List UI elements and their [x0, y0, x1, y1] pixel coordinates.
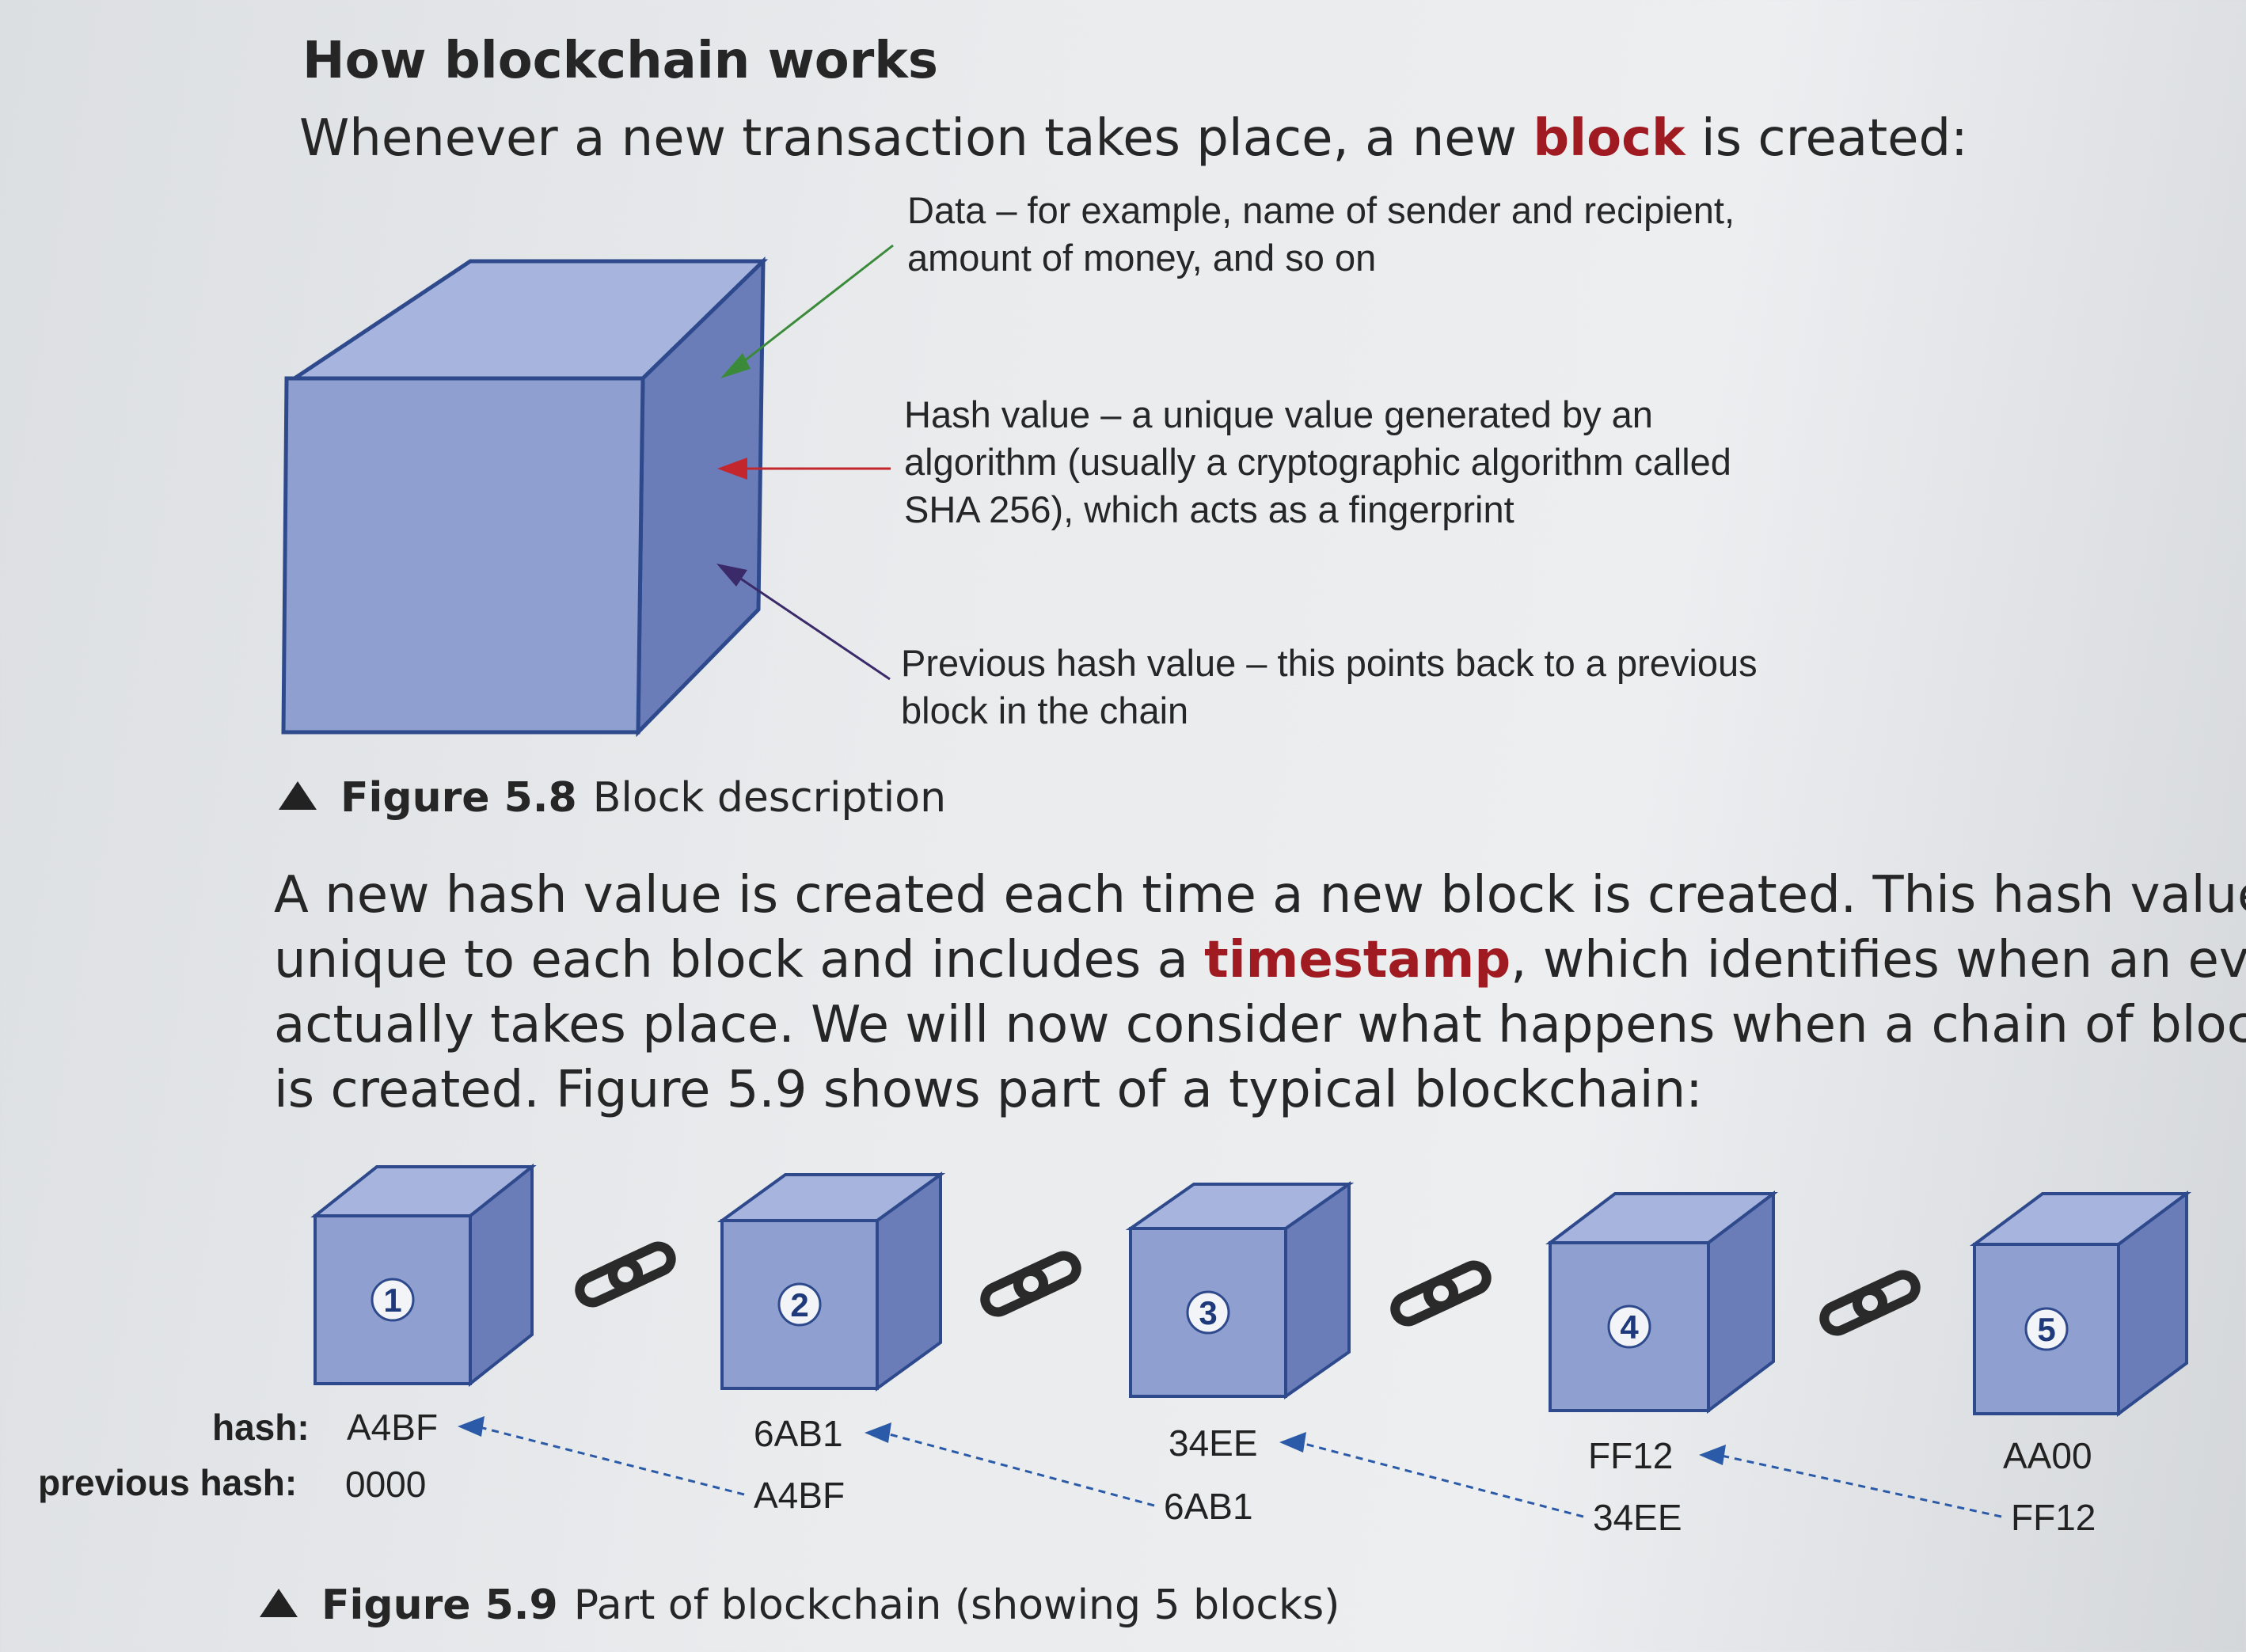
dashed-link-arrow — [476, 1425, 745, 1496]
figure-5-8-block-diagram — [281, 244, 894, 738]
section-heading: How blockchain works — [302, 32, 938, 90]
previous-hash-label: Previous hash value – this points back t… — [901, 640, 1758, 735]
arrowhead-icon — [1279, 1432, 1306, 1453]
block-number-badge — [1607, 1305, 1651, 1349]
caption-triangle-icon — [260, 1589, 298, 1617]
block-previous-hash-value: 6AB1 — [1164, 1486, 1253, 1527]
data-label-line: amount of money, and so on — [907, 237, 1377, 279]
intro-text-after: is created: — [1685, 109, 1968, 168]
caption-number: Figure 5.8 — [340, 774, 577, 822]
block-number: 1 — [383, 1282, 401, 1319]
large-cube — [281, 256, 769, 738]
block-5: 5 — [1969, 1191, 2192, 1417]
block-number-badge — [1186, 1290, 1230, 1335]
figure-5-9-caption: Figure 5.9 Part of blockchain (showing 5 … — [260, 1582, 1340, 1629]
paragraph-line: unique to each block and includes a time… — [274, 928, 2246, 993]
block-previous-hash-value: FF12 — [2011, 1497, 2096, 1538]
arrowhead-icon — [1699, 1445, 1726, 1465]
block-hash-value: 6AB1 — [754, 1413, 843, 1454]
hash-label-line: algorithm (usually a cryptographic algor… — [904, 441, 1731, 483]
cube-front-face — [281, 376, 645, 735]
caption-number: Figure 5.9 — [321, 1582, 558, 1629]
block-hash-value: A4BF — [347, 1407, 439, 1448]
data-arrow — [720, 244, 894, 378]
chain-link-icon — [1390, 1260, 1492, 1327]
hash-arrow — [717, 458, 891, 480]
block-previous-hash-value: A4BF — [754, 1475, 846, 1516]
previous-label-line: Previous hash value – this points back t… — [901, 642, 1758, 684]
keyword-timestamp: timestamp — [1204, 931, 1511, 989]
hash-row-label-text: hash: — [212, 1407, 310, 1448]
caption-text: Block description — [592, 774, 947, 822]
block-hash-value: AA00 — [2003, 1435, 2092, 1476]
data-label: Data – for example, name of sender and r… — [907, 187, 1735, 282]
chain-link-icon — [980, 1251, 1081, 1317]
block-number: 3 — [1199, 1294, 1217, 1331]
chain-link-icon — [1819, 1270, 1921, 1336]
chain-link-icon — [575, 1241, 676, 1308]
hash-label-line: SHA 256), which acts as a fingerprint — [904, 488, 1514, 530]
block-4: 4 — [1545, 1190, 1778, 1415]
block-previous-hash-value: 34EE — [1593, 1497, 1682, 1538]
intro-keyword-block: block — [1533, 109, 1685, 168]
caption-text: Part of blockchain (showing 5 blocks) — [573, 1582, 1340, 1629]
paragraph-line: actually takes place. We will now consid… — [274, 996, 2246, 1054]
previous-hash-row-label-text: previous hash: — [38, 1462, 298, 1503]
block-previous-hash-value: 0000 — [345, 1464, 427, 1505]
block-number: 5 — [2037, 1311, 2055, 1348]
block-hash-value: FF12 — [1588, 1435, 1674, 1476]
hash-value-label: Hash value – a unique value generated by… — [904, 391, 1731, 534]
figure-5-8-caption: Figure 5.8 Block description — [279, 774, 946, 822]
block-hash-value: 34EE — [1169, 1422, 1258, 1464]
dashed-link-arrow — [1298, 1441, 1584, 1518]
body-paragraph: A new hash value is created each time a … — [274, 863, 2246, 1122]
block-2: 2 — [716, 1172, 946, 1392]
paragraph-text: unique to each block and includes a — [274, 931, 1205, 989]
block-number: 2 — [790, 1286, 808, 1323]
intro-sentence: Whenever a new transaction takes place, … — [299, 109, 1968, 168]
previous-hash-row-label: previous hash: — [38, 1461, 297, 1504]
block-number-badge — [371, 1278, 415, 1322]
block-number-badge — [2024, 1307, 2069, 1351]
block-1: 1 — [310, 1163, 537, 1388]
previous-hash-arrow — [716, 564, 891, 681]
block-number-badge — [777, 1282, 822, 1327]
block-number: 4 — [1620, 1308, 1639, 1346]
paragraph-line: is created. Figure 5.9 shows part of a t… — [274, 1061, 1703, 1119]
arrowhead-icon — [458, 1416, 485, 1437]
intro-text-before: Whenever a new transaction takes place, … — [299, 109, 1533, 168]
hash-row-label: hash: — [212, 1406, 310, 1449]
hash-label-line: Hash value – a unique value generated by… — [904, 393, 1653, 435]
arrowhead-icon — [865, 1422, 891, 1443]
dashed-link-arrow — [883, 1431, 1155, 1507]
block-3: 3 — [1125, 1181, 1355, 1399]
data-label-line: Data – for example, name of sender and r… — [907, 189, 1735, 231]
paragraph-line: A new hash value is created each time a … — [274, 866, 2246, 925]
dashed-link-arrow — [1717, 1453, 2002, 1518]
caption-triangle-icon — [279, 781, 317, 810]
previous-label-line: block in the chain — [901, 689, 1189, 731]
paragraph-text: , which identifies when an event — [1511, 931, 2246, 989]
